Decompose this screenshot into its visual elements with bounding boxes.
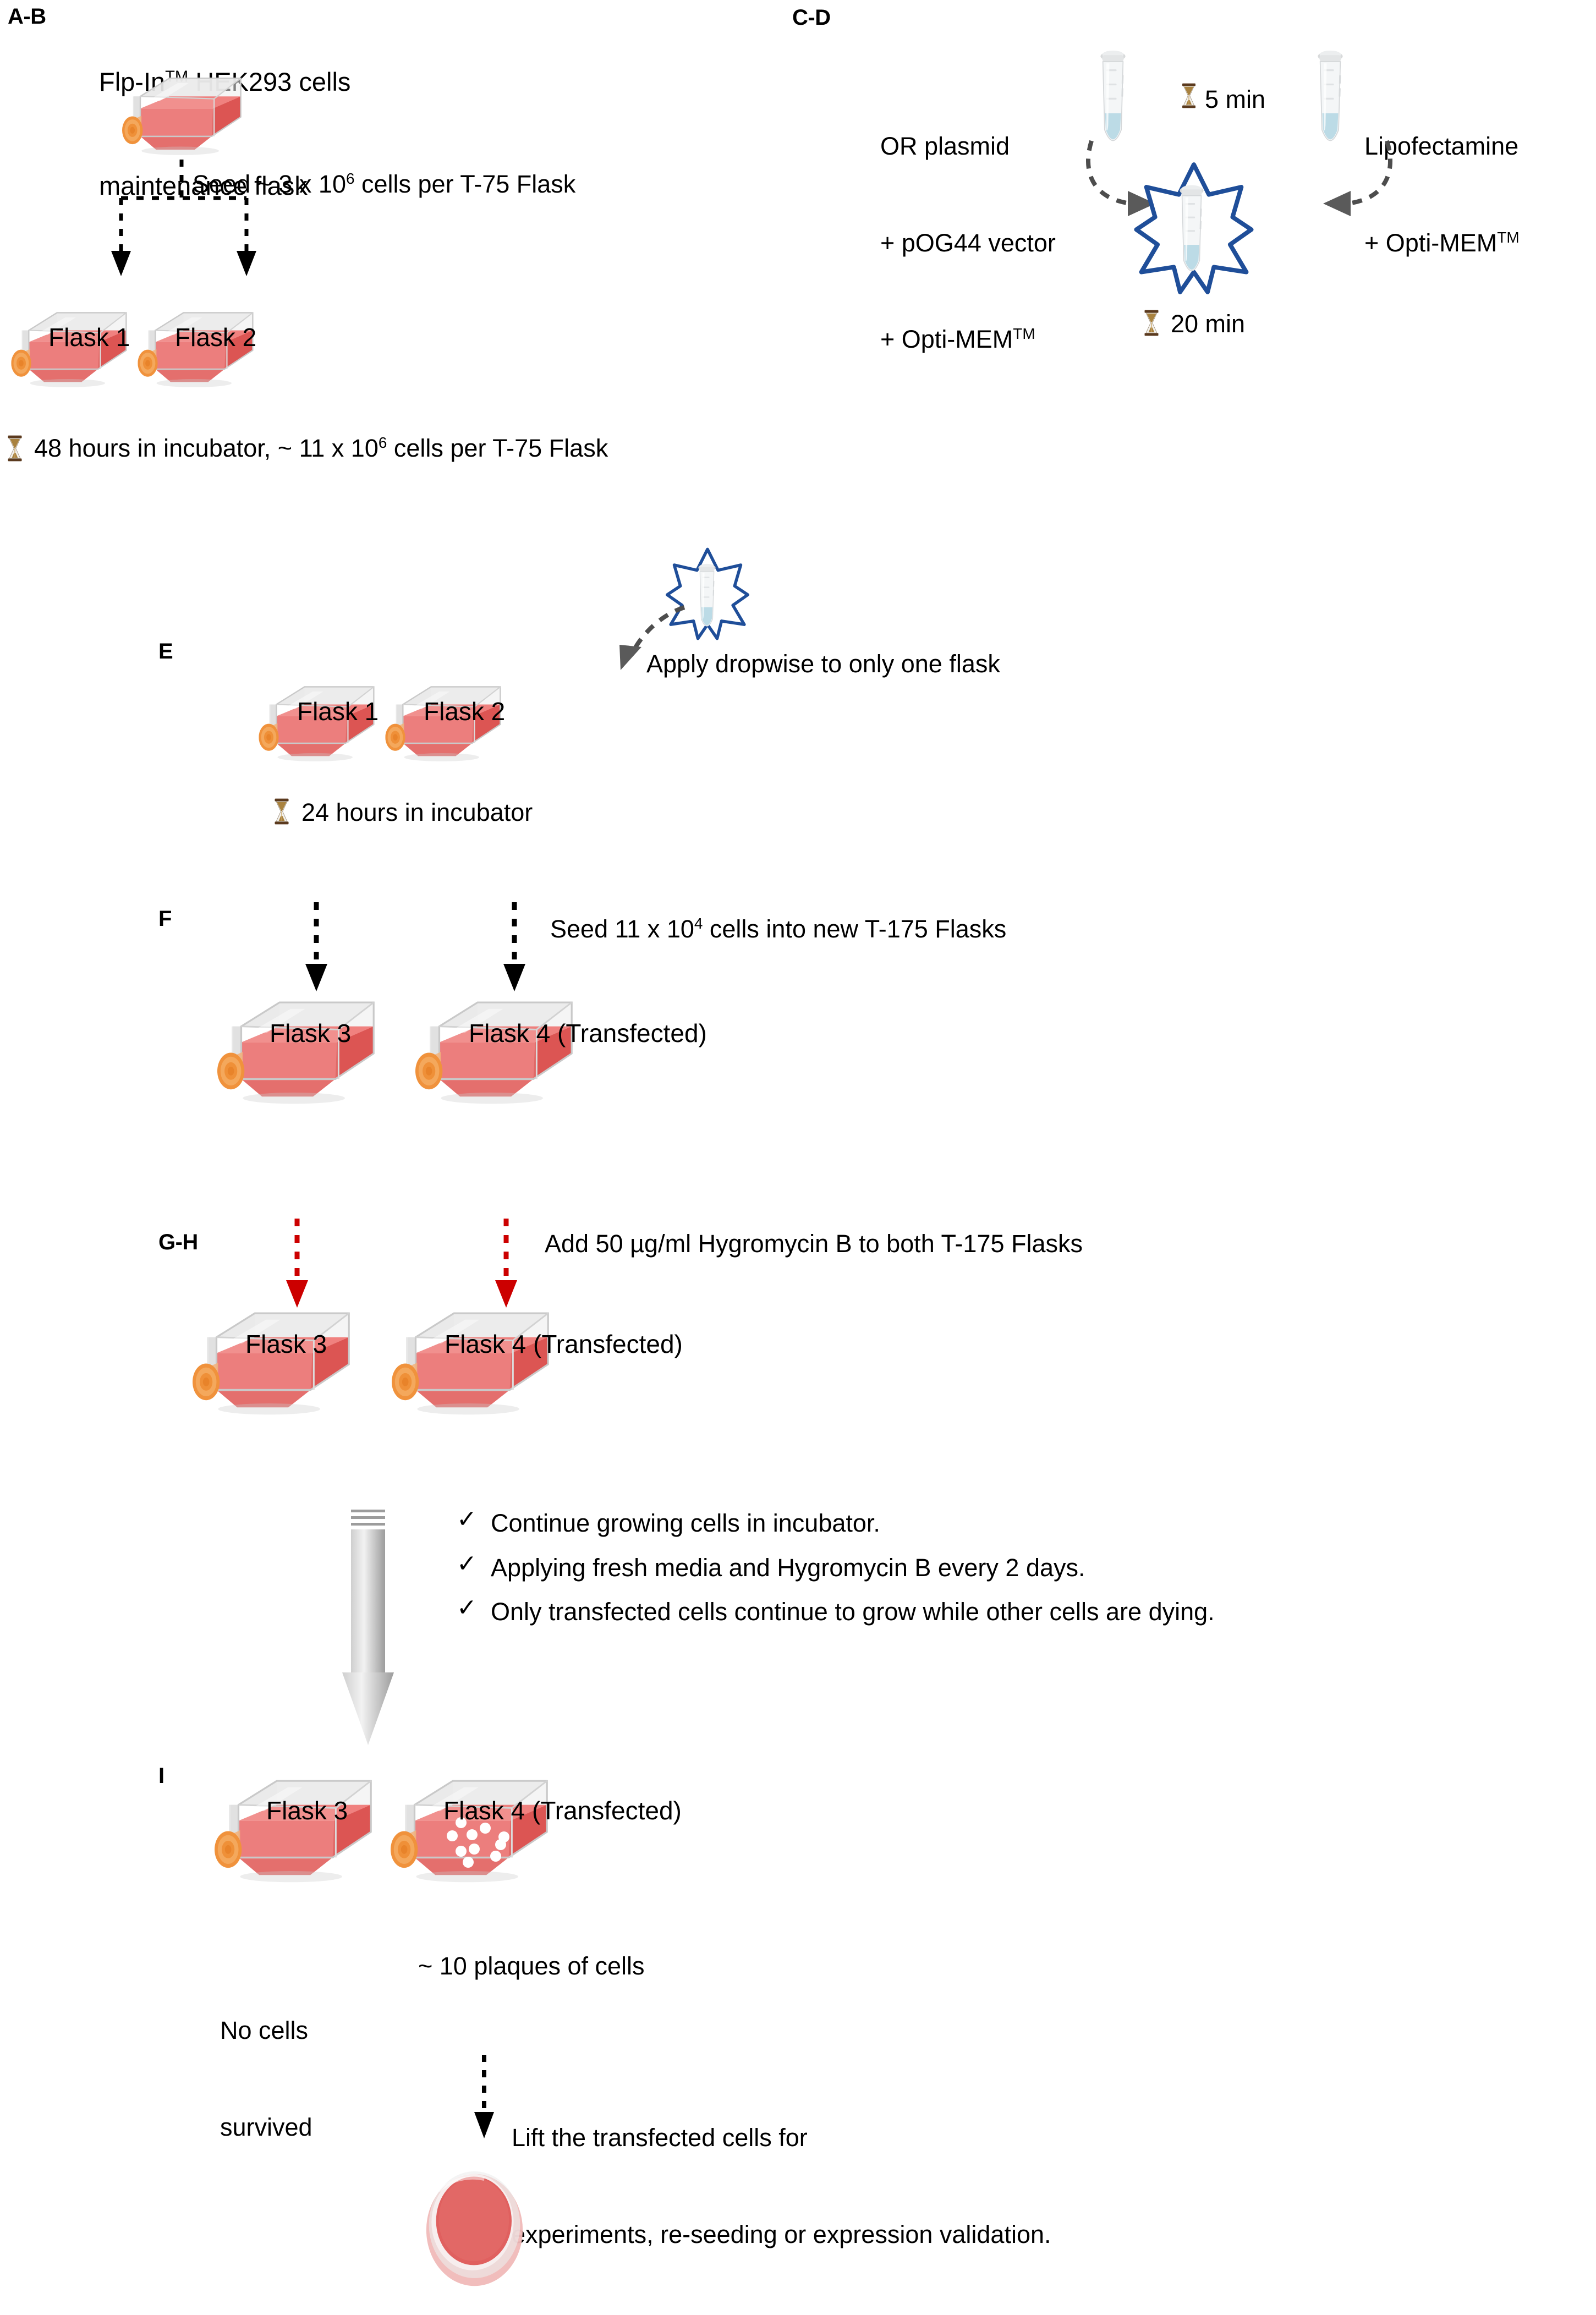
panel-label-f: F <box>158 907 172 931</box>
hourglass-icon-20min <box>1142 309 1161 337</box>
f-seed-pre: Seed 11 x 10 <box>550 915 694 943</box>
i-lift-text: Lift the transfected cells for experimen… <box>512 2058 1051 2315</box>
dotted-split-arrows <box>105 160 336 283</box>
f-seed-text: Seed 11 x 104 cells into new T-175 Flask… <box>550 913 1006 946</box>
hourglass-icon-24h <box>272 798 291 825</box>
panel-label-ab: A-B <box>8 4 46 29</box>
ab-incubate-text: 48 hours in incubator, ~ 11 x 106 cells … <box>34 432 608 465</box>
e-apply-text: Apply dropwise to only one flask <box>646 650 1000 678</box>
gh-flask4-label: Flask 4 (Transfected) <box>445 1330 683 1358</box>
culture-flask-icon <box>122 65 243 156</box>
check-icon-0: ✓ <box>457 1506 477 1533</box>
cd-left-line3-sup: TM <box>1013 325 1035 342</box>
red-dotted-arrow-right <box>487 1219 525 1312</box>
plaque-dots-overlay <box>391 1763 550 1883</box>
cd-timer-5min: 5 min <box>1205 85 1266 113</box>
gh-bullet-text-1: Applying fresh media and Hygromycin B ev… <box>491 1553 1085 1582</box>
hourglass-icon-5min <box>1180 83 1198 109</box>
gh-bullet-2: ✓ Only transfected cells continue to gro… <box>457 1596 1502 1628</box>
f-flask3-label: Flask 3 <box>270 1019 352 1047</box>
curved-dashed-arrow-apply <box>594 600 715 699</box>
ab-incubate-sup: 6 <box>378 434 387 451</box>
gh-bullet-text-2: Only transfected cells continue to grow … <box>491 1598 1215 1626</box>
ab-seed-post: cells per T-75 Flask <box>354 170 576 198</box>
panel-label-e: E <box>158 639 173 663</box>
panel-label-cd: C-D <box>792 6 831 30</box>
dotted-arrow-f-right <box>495 902 534 996</box>
e-flask2-label: Flask 2 <box>424 697 506 726</box>
gh-bullet-list: ✓ Continue growing cells in incubator. ✓… <box>457 1507 1502 1628</box>
e-flask1-label: Flask 1 <box>297 697 379 726</box>
check-icon-1: ✓ <box>457 1550 477 1577</box>
i-lift-line1: Lift the transfected cells for <box>512 2124 808 2152</box>
cd-right-line2-sup: TM <box>1497 228 1520 246</box>
i-lift-line2: experiments, re-seeding or expression va… <box>512 2220 1051 2248</box>
ab-title: Flp-InTM HEK293 cells maintenance flask <box>99 0 350 270</box>
cd-left-line2: + pOG44 vector <box>880 228 1056 257</box>
red-dotted-arrow-left <box>278 1219 316 1312</box>
petri-dish-icon <box>418 2165 531 2289</box>
panel-label-i: I <box>158 1764 164 1788</box>
ab-incubate-post: cells per T-75 Flask <box>387 434 608 462</box>
cd-left-text: OR plasmid + pOG44 vector + Opti-MEMTM <box>880 66 1056 420</box>
cd-timer-20min: 20 min <box>1171 310 1246 338</box>
panel-label-gh: G-H <box>158 1230 198 1254</box>
check-icon-2: ✓ <box>457 1594 477 1621</box>
gh-bullet-text-0: Continue growing cells in incubator. <box>491 1509 880 1537</box>
ab-title-line2: maintenance flask <box>99 171 308 201</box>
gh-flask3-label: Flask 3 <box>245 1330 327 1358</box>
i-flask4-label: Flask 4 (Transfected) <box>443 1796 682 1825</box>
f-seed-sup: 4 <box>694 915 703 932</box>
dotted-arrow-lift <box>465 2055 503 2143</box>
i-flask3-label: Flask 3 <box>266 1796 348 1825</box>
curved-dashed-arrow-right <box>1224 138 1400 242</box>
gh-bullet-0: ✓ Continue growing cells in incubator. <box>457 1507 1502 1540</box>
cd-left-line1: OR plasmid <box>880 132 1010 160</box>
gh-bullet-1: ✓ Applying fresh media and Hygromycin B … <box>457 1550 1502 1584</box>
curved-dashed-arrow-left <box>1078 138 1254 242</box>
microcentrifuge-tube-icon-mixed <box>1175 182 1209 289</box>
cd-left-line3-pre: + Opti-MEM <box>880 325 1013 353</box>
dotted-arrow-f-left <box>297 902 336 996</box>
ab-seed-pre: Seed ~ 3 x 10 <box>193 170 346 198</box>
gh-add-text: Add 50 µg/ml Hygromycin B to both T-175 … <box>545 1230 1083 1258</box>
flask2-label: Flask 2 <box>175 323 257 352</box>
ab-seed-sup: 6 <box>345 170 355 187</box>
i-caption-right: ~ 10 plaques of cells <box>418 1952 645 1980</box>
hourglass-icon-48h <box>6 435 24 462</box>
i-caption-left: No cells survived <box>220 1950 312 2208</box>
cd-right-line2-pre: + Opti-MEM <box>1364 228 1498 257</box>
e-incubate-text: 24 hours in incubator <box>301 798 533 826</box>
f-flask4-label: Flask 4 (Transfected) <box>469 1019 707 1047</box>
flask1-label: Flask 1 <box>48 323 130 352</box>
f-seed-post: cells into new T-175 Flasks <box>703 915 1007 943</box>
large-gray-arrow-icon <box>341 1507 446 1749</box>
ab-incubate-pre: 48 hours in incubator, ~ 11 x 10 <box>34 434 379 462</box>
ab-seed-text: Seed ~ 3 x 106 cells per T-75 Flask <box>193 168 575 201</box>
i-caption-left-line2: survived <box>220 2113 312 2141</box>
i-caption-left-line1: No cells <box>220 2016 309 2044</box>
